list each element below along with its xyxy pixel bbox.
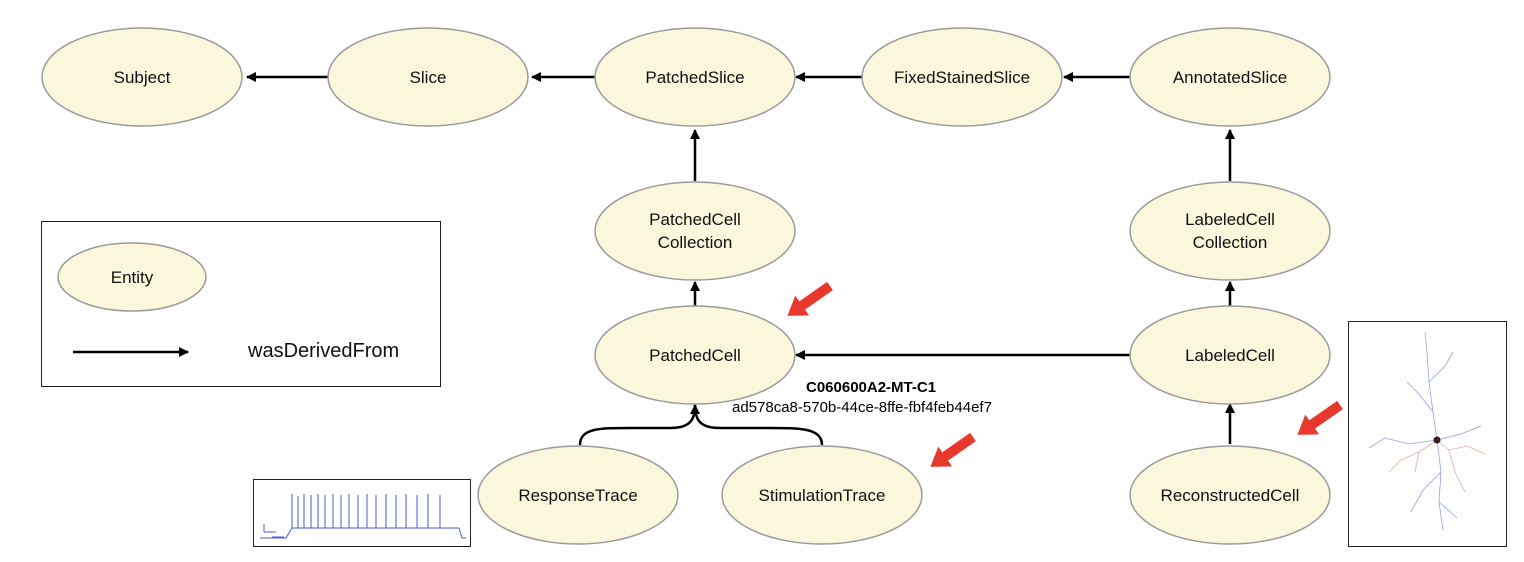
node-labeledcellcollection[interactable] — [1129, 181, 1331, 281]
red-arrow-icon — [787, 281, 833, 316]
node-responsetrace[interactable] — [477, 445, 679, 545]
legend-entity-ellipse — [57, 242, 207, 312]
red-arrow-icon — [1297, 400, 1343, 435]
cell-id-name: C060600A2-MT-C1 — [806, 379, 937, 396]
node-patchedslice[interactable] — [594, 27, 796, 127]
cell-id-uuid: ad578ca8-570b-44ce-8ffe-fbf4feb44ef7 — [732, 399, 992, 416]
edges — [246, 72, 1235, 446]
node-fixedstainedslice[interactable] — [861, 27, 1063, 127]
legend-box — [41, 221, 441, 387]
node-stimulationtrace[interactable] — [721, 445, 923, 545]
nodes — [41, 27, 1331, 545]
voltage-trace-icon — [260, 494, 466, 539]
voltage-trace-thumbnail — [253, 479, 471, 547]
neuron-morphology-thumbnail — [1348, 321, 1507, 547]
node-labeledcell[interactable] — [1129, 305, 1331, 405]
edge-traces-patchedcell-right — [690, 404, 824, 446]
node-annotatedslice[interactable] — [1129, 27, 1331, 127]
edge-traces-patchedcell — [578, 404, 697, 446]
node-patchedcellcollection[interactable] — [594, 181, 796, 281]
legend-relation-label: wasDerivedFrom — [248, 340, 400, 362]
neuron-morphology-icon — [1368, 331, 1486, 531]
node-subject[interactable] — [41, 27, 243, 127]
node-slice[interactable] — [327, 27, 529, 127]
node-reconstructedcell[interactable] — [1129, 445, 1331, 545]
red-arrow-icon — [930, 432, 976, 467]
highlight-arrows — [787, 281, 1343, 467]
node-patchedcell[interactable] — [594, 305, 796, 405]
